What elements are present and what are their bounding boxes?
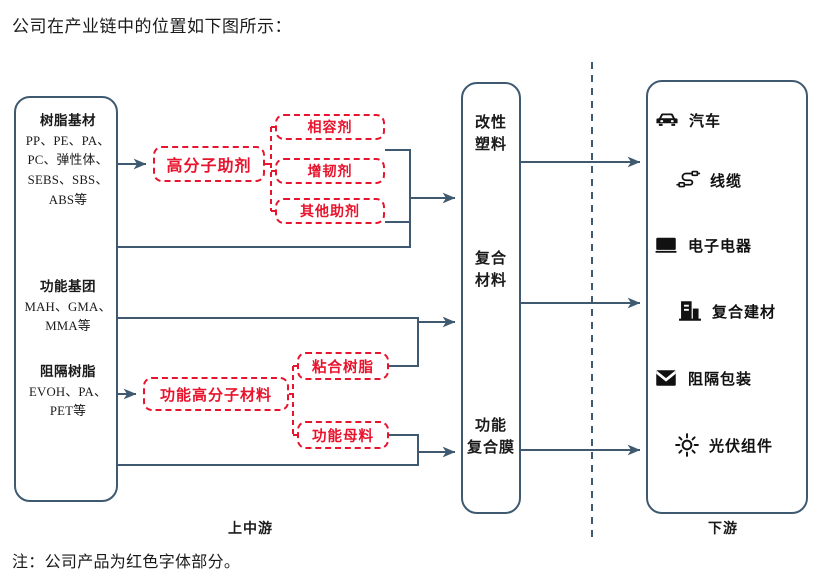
envelope-icon — [656, 370, 676, 386]
upstream-group-heading: 树脂基材 — [40, 113, 96, 128]
upstream-group-resin: 树脂基材 PP、PE、PA、 PC、弹性体、 SEBS、SBS、 ABS等 — [16, 114, 120, 214]
midstream-item-functional-film: 功能 复合膜 — [466, 417, 515, 456]
caption-upstream: 上中游 — [228, 520, 273, 536]
midstream-item-modified-plastic: 改性 塑料 — [474, 114, 507, 153]
downstream-item-cable: 线缆 — [675, 167, 742, 193]
upstream-group-line: MMA等 — [45, 319, 91, 334]
upstream-group-line: MAH、GMA、 — [24, 299, 112, 314]
upstream-materials-box: 树脂基材 PP、PE、PA、 PC、弹性体、 SEBS、SBS、 ABS等 功能… — [14, 96, 118, 502]
upstream-group-line: EVOH、PA、 — [29, 384, 107, 399]
footnote-text: 注：公司产品为红色字体部分。 — [12, 554, 241, 571]
product-box-compatibilizer[interactable]: 相容剂 — [275, 114, 385, 140]
downstream-item-label: 阻隔包装 — [688, 370, 753, 388]
cable-icon — [676, 170, 701, 188]
downstream-item-label: 电子电器 — [688, 237, 753, 255]
product-box-functional-polymer[interactable]: 功能高分子材料 — [143, 377, 289, 411]
car-icon — [656, 113, 678, 126]
midstream-item-composite-material: 复合 材料 — [474, 250, 507, 289]
wire-bracket-top-lower — [385, 221, 411, 247]
product-box-other-additive[interactable]: 其他助剂 — [275, 198, 385, 224]
laptop-icon — [655, 237, 677, 253]
downstream-item-label: 汽车 — [689, 112, 722, 130]
upstream-group-functional-group: 功能基团 MAH、GMA、 MMA等 — [16, 280, 120, 340]
product-box-toughener[interactable]: 增韧剂 — [275, 158, 385, 184]
downstream-item-automotive: 汽车 — [654, 107, 721, 133]
upstream-group-line: SEBS、SBS、 — [27, 173, 109, 188]
downstream-item-pv-module: 光伏组件 — [674, 432, 773, 458]
downstream-industries-box — [646, 80, 808, 514]
upstream-group-line: PC、弹性体、 — [27, 153, 109, 168]
page-intro-text: 公司在产业链中的位置如下图所示： — [12, 17, 292, 36]
product-box-adhesive-resin[interactable]: 粘合树脂 — [297, 352, 389, 380]
product-box-polymer-additive[interactable]: 高分子助剂 — [153, 146, 265, 182]
upstream-group-heading: 阻隔树脂 — [40, 364, 96, 379]
downstream-item-label: 光伏组件 — [709, 437, 774, 455]
downstream-item-label: 线缆 — [710, 172, 743, 190]
upstream-group-line: ABS等 — [48, 192, 88, 207]
downstream-item-label: 复合建材 — [712, 303, 777, 321]
downstream-item-electronics: 电子电器 — [653, 232, 752, 258]
upstream-group-line: PET等 — [49, 404, 87, 419]
upstream-group-barrier-resin: 阻隔树脂 EVOH、PA、 PET等 — [16, 365, 120, 425]
upstream-group-line: PP、PE、PA、 — [25, 133, 111, 148]
building-icon — [679, 301, 701, 321]
midstream-applications-box — [461, 82, 521, 514]
product-box-functional-masterbatch[interactable]: 功能母料 — [297, 421, 389, 449]
downstream-item-building-materials: 复合建材 — [677, 298, 776, 324]
downstream-item-barrier-packaging: 阻隔包装 — [653, 365, 752, 391]
sun-icon — [675, 433, 699, 457]
caption-downstream: 下游 — [708, 520, 738, 536]
upstream-group-heading: 功能基团 — [40, 279, 96, 294]
